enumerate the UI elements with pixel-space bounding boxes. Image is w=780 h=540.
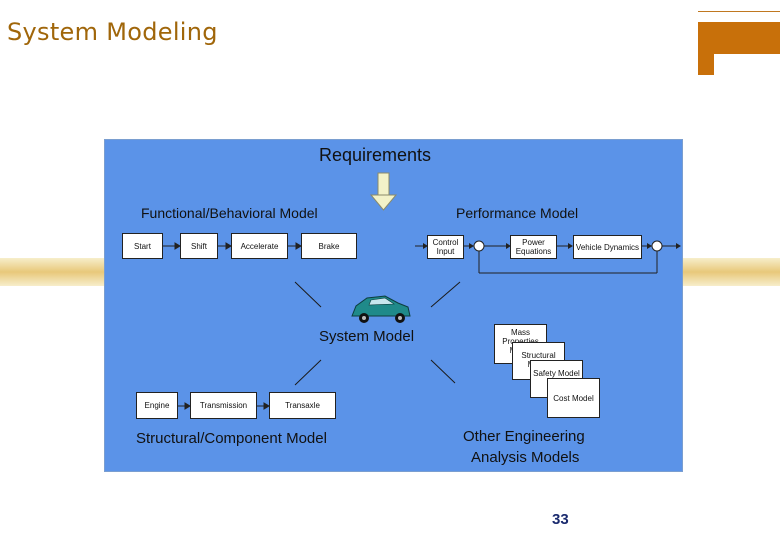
system-modeling-diagram: Requirements Functional/Behavioral Model… (104, 139, 683, 472)
performance-model-title: Performance Model (456, 205, 579, 221)
start-box: Start (122, 233, 163, 259)
structural-model-title: Structural/Component Model (136, 430, 327, 447)
requirements-down-arrow (369, 172, 398, 211)
power-equations-box: Power Equations (510, 235, 557, 259)
functional-flow-arrows (163, 242, 302, 250)
performance-arrowheads (423, 243, 681, 249)
shift-box: Shift (180, 233, 218, 259)
other-models-title-line1: Other Engineering (463, 428, 585, 445)
cost-model-card: Cost Model (547, 378, 600, 418)
page-number: 33 (552, 511, 569, 528)
system-model-title: System Model (319, 328, 415, 345)
functional-model-title: Functional/Behavioral Model (141, 205, 318, 221)
transaxle-box: Transaxle (269, 392, 336, 419)
diagonal-connectors (294, 281, 461, 386)
structural-flow-arrows (178, 402, 270, 410)
engine-box: Engine (136, 392, 178, 419)
transmission-box: Transmission (190, 392, 257, 419)
requirements-label: Requirements (319, 145, 432, 165)
other-models-title-line2: Analysis Models (471, 449, 580, 466)
diagram-connectors (163, 172, 681, 410)
decorative-corner-bar (698, 22, 714, 75)
brake-box: Brake (301, 233, 357, 259)
vehicle-dynamics-box: Vehicle Dynamics (573, 235, 642, 259)
decorative-band-left (0, 258, 104, 286)
decorative-band-right (683, 258, 780, 286)
slide-title: System Modeling (7, 18, 218, 46)
control-input-box: Control Input (427, 235, 464, 259)
accelerate-box: Accelerate (231, 233, 288, 259)
car-icon (351, 295, 411, 323)
decorative-line (698, 11, 780, 12)
